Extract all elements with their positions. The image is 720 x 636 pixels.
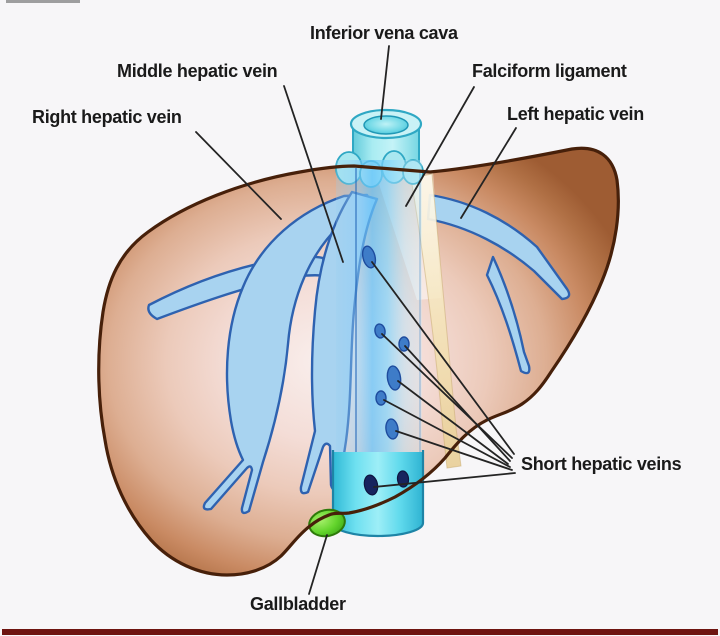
leader-left-hepatic-vein [460,127,517,219]
short-hepatic-vein-ostia [361,245,410,440]
left-hepatic-vein-lower [485,255,531,375]
leader-gallbladder [308,534,328,595]
ivc-opening-lumen [363,115,409,135]
label-right-hepatic-vein: Right hepatic vein [32,107,182,127]
left-hepatic-vein-upper [426,193,571,301]
leader-inferior-vena-cava [380,45,390,120]
figure-bottom-border [2,629,718,635]
scan-artifact-top [6,0,80,3]
label-short-hepatic-veins: Short hepatic veins [521,454,682,474]
leader-falciform-ligament [405,86,475,207]
right-hepatic-vein-trunk [202,193,375,515]
leader-fan-short-hepatic-veins [371,261,516,488]
liver-outline [97,146,620,577]
leader-right-hepatic-vein [195,131,282,220]
leader-middle-hepatic-vein [283,85,344,263]
label-middle-hepatic-vein: Middle hepatic vein [117,61,278,81]
label-falciform-ligament: Falciform ligament [472,61,627,81]
leader-lines [195,45,517,595]
ivc-column [336,160,422,472]
label-left-hepatic-vein: Left hepatic vein [507,104,644,124]
label-inferior-vena-cava: Inferior vena cava [310,23,458,43]
label-gallbladder: Gallbladder [250,594,346,614]
ivc-bottom-body [333,452,423,536]
